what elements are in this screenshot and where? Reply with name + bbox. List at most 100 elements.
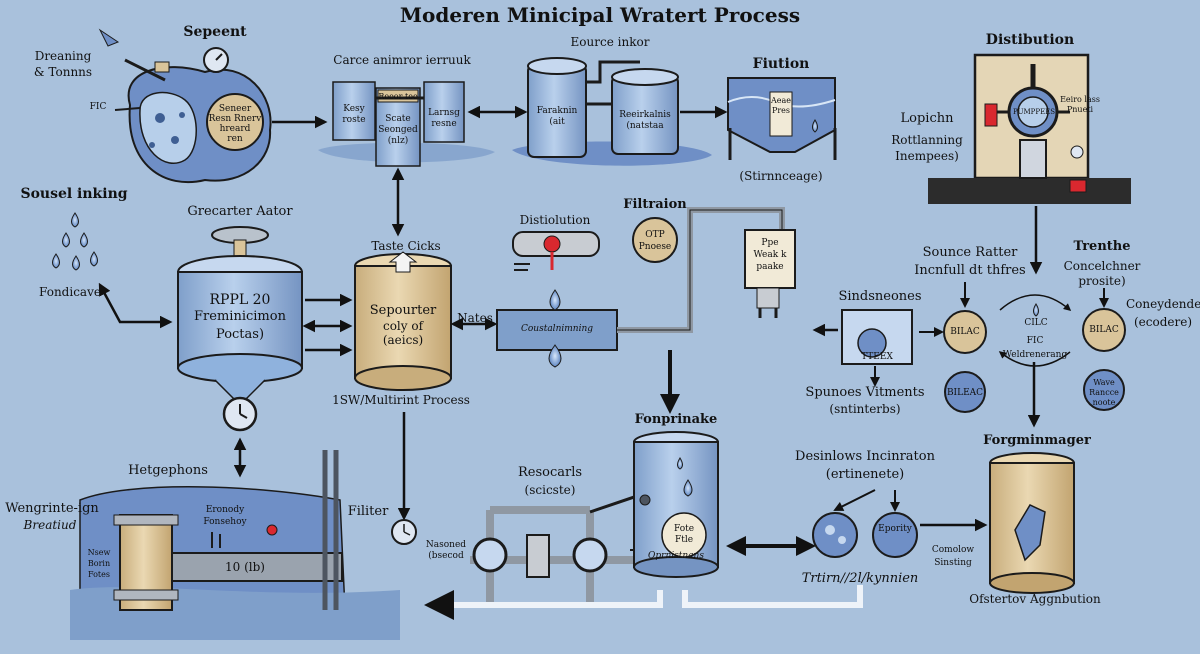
wave-line-3: noote (1092, 398, 1116, 407)
label-sepeent: Sepeent (183, 24, 247, 40)
sewer-badge-line-1: Seneer (218, 104, 252, 114)
tank-b-line-1: Reeirkalnis (619, 110, 671, 120)
label-distiolution: Distiolution (519, 213, 591, 227)
tower-left-line-1: Kesy (343, 104, 365, 114)
source-tanks (512, 57, 712, 166)
label-taste: Taste Cicks (371, 239, 441, 253)
nasoned-line-1: Nasoned (425, 540, 467, 550)
disinfection-unit (812, 489, 988, 558)
label-multirint: 1SW/Multirint Process (332, 393, 470, 407)
droplet-group (52, 212, 98, 271)
gauge-text: PUMPPEES (1013, 108, 1056, 116)
otp-badge (632, 217, 678, 263)
sounce-line-1: Sounce Ratter (922, 245, 1018, 260)
tower-right-line-1: Larnsg (428, 108, 460, 118)
nasoned-line-2: (bsecod (428, 551, 464, 561)
separator-tank (354, 251, 452, 391)
label-nates: Nates (457, 311, 493, 325)
cilc-label: CILC (1024, 318, 1048, 328)
label-dreaning: Dreaning (34, 49, 92, 63)
base-tag-2: Borin (87, 559, 111, 568)
wengr-line-2: Breatiud (23, 518, 77, 532)
treatment-loop (919, 282, 1126, 428)
fic-right-label: FIC (1026, 336, 1044, 346)
tank-b-line-2: (natstaa (626, 121, 664, 131)
label-ofstertov: Ofstertov Aggnbution (969, 592, 1101, 606)
label-eource: Eource inkor (570, 35, 650, 49)
coustal-label: Coustalnimning (520, 324, 594, 334)
tower-right-line-2: resne (431, 119, 457, 129)
trenthe-line-2: Concelchner (1063, 259, 1141, 273)
comolow-line-1: Comolow (931, 545, 975, 555)
intake-towers (318, 81, 495, 167)
trtirn-label: Trtirn//2l/kynnien (801, 571, 919, 586)
rppl-line-3: Poctas) (215, 327, 265, 342)
sewer-reservoir (98, 28, 272, 184)
fonp-base-label: Oprnistnans (648, 551, 704, 561)
tower-top-label: Reeor tee (378, 92, 418, 101)
label-sinds: Sindsneones (838, 289, 922, 304)
label-fondicave: Fondicave (39, 285, 101, 299)
sewer-badge-line-2: Resn Rnerv (208, 114, 262, 124)
resocarls-line-1: Resocarls (517, 465, 583, 480)
tower-mid-line-1: Scate (385, 114, 411, 124)
trenthe-line-3: prosite) (1078, 274, 1126, 288)
sepourter-line-2: coly of (382, 319, 424, 333)
sewer-badge-line-3: hreard (219, 124, 251, 134)
desinlows-line-1: Desinlows Incinraton (795, 449, 935, 464)
sepourter-line-3: (aeics) (382, 333, 424, 347)
tower-mid-line-2: Seonged (378, 125, 418, 135)
fil-box-line-1: Aeae (770, 96, 791, 105)
desinlows-line-2: (ertinenete) (825, 467, 905, 482)
rppl-line-1: RPPL 20 (209, 292, 271, 308)
valve-manifold (424, 493, 863, 620)
coneydende-line-2: (ecodere) (1133, 315, 1193, 329)
label-fiution: Fiution (752, 56, 810, 72)
coneydende-line-1: Coneydende (1126, 297, 1200, 311)
label-fic-left: FIC (89, 102, 107, 112)
label-forgm: Forgminmager (983, 433, 1091, 448)
tower-mid-line-3: (nlz) (387, 136, 409, 146)
filtration-basin (727, 77, 837, 160)
tank-a-line-1: Faraknin (536, 106, 578, 116)
page-title: Moderen Minicipal Wratert Process (399, 3, 801, 27)
spunoes-line-1: Spunoes Vitments (805, 385, 925, 400)
fonp-box-line-2: Ftle (674, 535, 694, 545)
wengr-line-1: Wengrinte-ign (5, 501, 99, 516)
weldr-label: Weldrenerang (1002, 350, 1068, 360)
trenthe-line-1: Trenthe (1073, 239, 1131, 254)
base-tag-3: Fotes (88, 570, 110, 579)
label-grecarter: Grecarter Aator (187, 204, 293, 219)
tteex-label: TTEEX (861, 352, 893, 362)
wave-line-1: Wave (1093, 378, 1115, 387)
storage-tank (633, 431, 719, 578)
label-rottlanning-2: Inempees) (895, 149, 959, 163)
fonp-box-line-1: Fote (673, 524, 695, 534)
label-hetg: Hetgephons (128, 463, 208, 478)
label-carce: Carce animror ierruuk (333, 53, 471, 67)
sewer-badge-line-4: ren (227, 134, 243, 144)
label-filtraion: Filtraion (623, 197, 687, 212)
wave-line-2: Rancce (1089, 388, 1119, 397)
sedimentation-unit (812, 309, 913, 365)
valve-icon (154, 61, 170, 73)
label-stirnc: (Stirnnceage) (739, 169, 823, 183)
panel-line-1: Eeiro lass (1060, 95, 1100, 104)
epority-label: Epority (878, 524, 912, 534)
tank-a-line-2: (ait (549, 117, 565, 127)
spunoes-line-2: (sntinterbs) (829, 402, 901, 416)
aerator-tank (177, 226, 303, 432)
bileac-label: BILEAC (946, 388, 984, 398)
label-fonprinake: Fonprinake (634, 412, 718, 427)
treated-water-box (744, 229, 796, 318)
pipe-value: 10 (lb) (225, 560, 265, 574)
resocarls-line-2: (scicste) (524, 483, 576, 497)
sounce-line-2: Incnfull dt thfres (914, 263, 1026, 278)
tower-left-line-2: roste (342, 115, 366, 125)
comolow-line-2: Sinsting (934, 558, 972, 568)
label-tnonns: & Tonnns (33, 65, 93, 79)
eronody-line-2: Fonsehoy (203, 517, 247, 527)
label-rottlanning-1: Rottlanning (891, 133, 963, 147)
